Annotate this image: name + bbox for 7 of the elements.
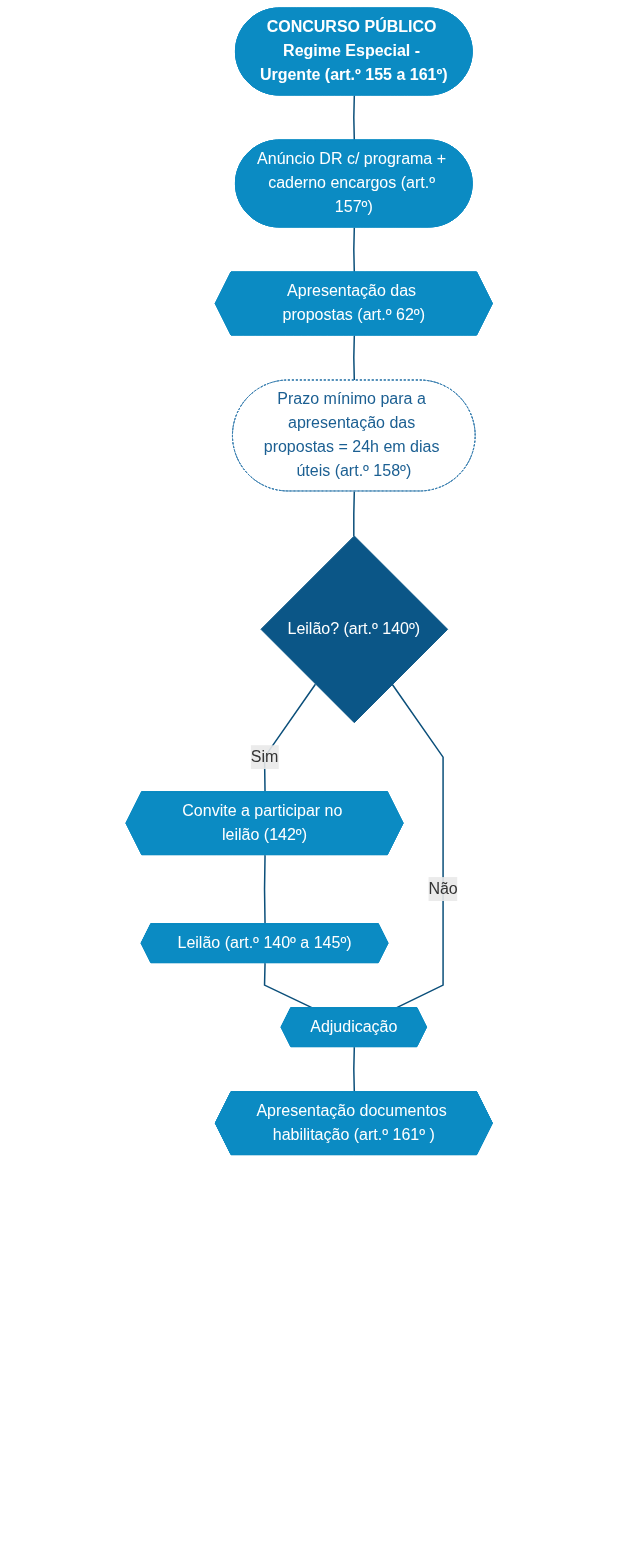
connector (353, 490, 356, 537)
connector (353, 1046, 356, 1093)
edge-label: Sim (251, 748, 279, 766)
connector (391, 683, 445, 1009)
connector (264, 854, 267, 925)
edge-label: Não (428, 880, 459, 898)
node-diamond: Leilão? (art.º 140º) (260, 535, 449, 724)
